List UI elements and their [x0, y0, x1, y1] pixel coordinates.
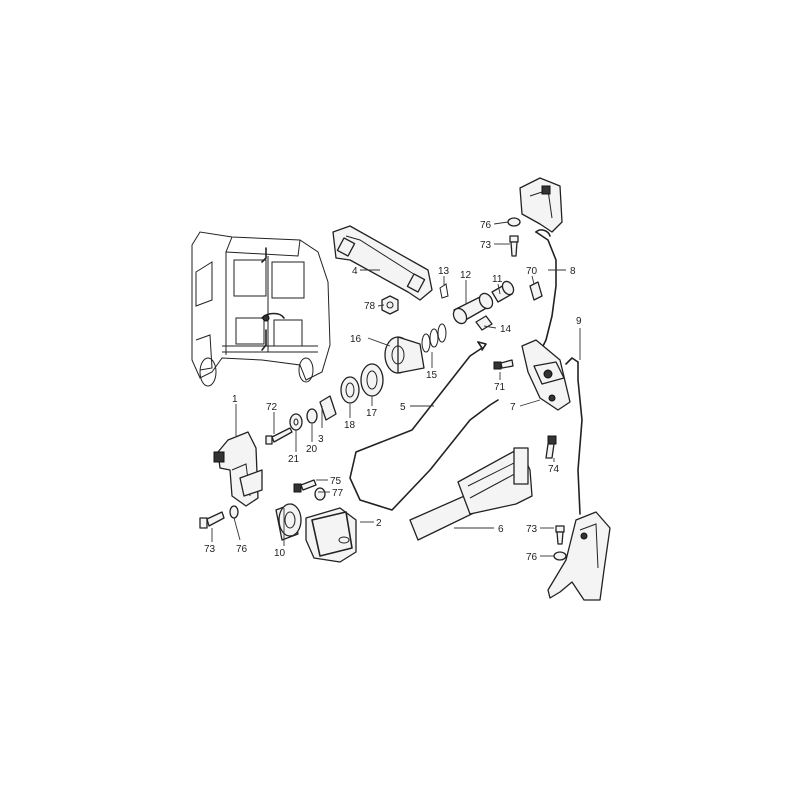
washer-76-lower: [553, 551, 567, 561]
label-part-72: 72: [266, 402, 278, 413]
label-part-1: 1: [232, 394, 238, 405]
label-part-76-left: 76: [236, 544, 248, 555]
washer-21: [289, 413, 303, 431]
bolt-73-lower: [555, 525, 565, 545]
bolt-72: [265, 427, 293, 445]
bolt-71: [493, 359, 514, 370]
label-part-18: 18: [344, 420, 356, 431]
bolt-73-upper: [509, 235, 519, 257]
label-part-74: 74: [548, 464, 560, 475]
bolt-73-left: [199, 511, 225, 529]
ring-18: [340, 376, 360, 404]
lock-barrel: [452, 292, 494, 325]
bumper-10: [275, 503, 302, 541]
label-part-12: 12: [460, 270, 472, 281]
vehicle-rear-illustration: [191, 231, 331, 387]
bolt-75: [293, 479, 317, 493]
label-part-76-lower: 76: [526, 552, 538, 563]
latch-bracket: [213, 431, 263, 507]
label-part-17: 17: [366, 408, 378, 419]
label-part-73-upper: 73: [480, 240, 492, 251]
washer-76-left: [229, 505, 239, 519]
label-part-16: 16: [350, 334, 362, 345]
label-part-76-upper: 76: [480, 220, 492, 231]
label-part-77: 77: [332, 488, 344, 499]
pin-14: [475, 315, 493, 331]
upper-rod-8: [535, 231, 557, 353]
label-part-11: 11: [492, 274, 503, 285]
label-part-14: 14: [500, 324, 512, 335]
slide-guide-6: [409, 447, 533, 541]
label-part-73-left: 73: [204, 544, 216, 555]
label-part-2: 2: [376, 518, 382, 529]
lock-cylinder: [491, 280, 515, 303]
label-part-21: 21: [288, 454, 300, 465]
washer-77: [314, 487, 326, 501]
plate-3: [319, 395, 337, 421]
lock-mechanism-7: [521, 339, 571, 411]
label-part-6: 6: [498, 524, 504, 535]
label-part-10: 10: [274, 548, 286, 559]
label-part-7: 7: [510, 402, 516, 413]
clip-70: [529, 281, 543, 301]
label-part-9: 9: [576, 316, 582, 327]
clip-13: [439, 283, 449, 299]
label-part-73-lower: 73: [526, 524, 538, 535]
label-part-20: 20: [306, 444, 318, 455]
label-part-71: 71: [494, 382, 506, 393]
leader-lines: [211, 221, 581, 557]
label-part-15: 15: [426, 370, 438, 381]
lock-housing: [384, 336, 425, 374]
o-rings: [421, 323, 447, 353]
washer-76-upper: [507, 217, 521, 227]
label-part-4: 4: [352, 266, 358, 277]
label-part-5: 5: [400, 402, 406, 413]
label-part-3: 3: [318, 434, 324, 445]
label-part-75: 75: [330, 476, 342, 487]
label-part-13: 13: [438, 266, 450, 277]
upper-hinge-bracket: [519, 177, 563, 233]
lower-hinge-bracket: [547, 511, 611, 601]
label-part-78: 78: [364, 301, 376, 312]
lower-rod-9: [577, 361, 583, 515]
linkage-rod-5: [349, 341, 499, 511]
label-part-8: 8: [570, 266, 576, 277]
part-number-labels: 1 2 3 4 5 6 7 8 9 10 11 12 13 14 15 16 1…: [204, 220, 582, 563]
nut-78: [381, 295, 399, 315]
bolt-74: [545, 435, 557, 459]
label-part-70: 70: [526, 266, 538, 277]
washer-20: [306, 408, 318, 424]
gasket-17: [360, 363, 384, 397]
striker-2: [305, 507, 357, 563]
outer-door-handle: [332, 225, 433, 301]
